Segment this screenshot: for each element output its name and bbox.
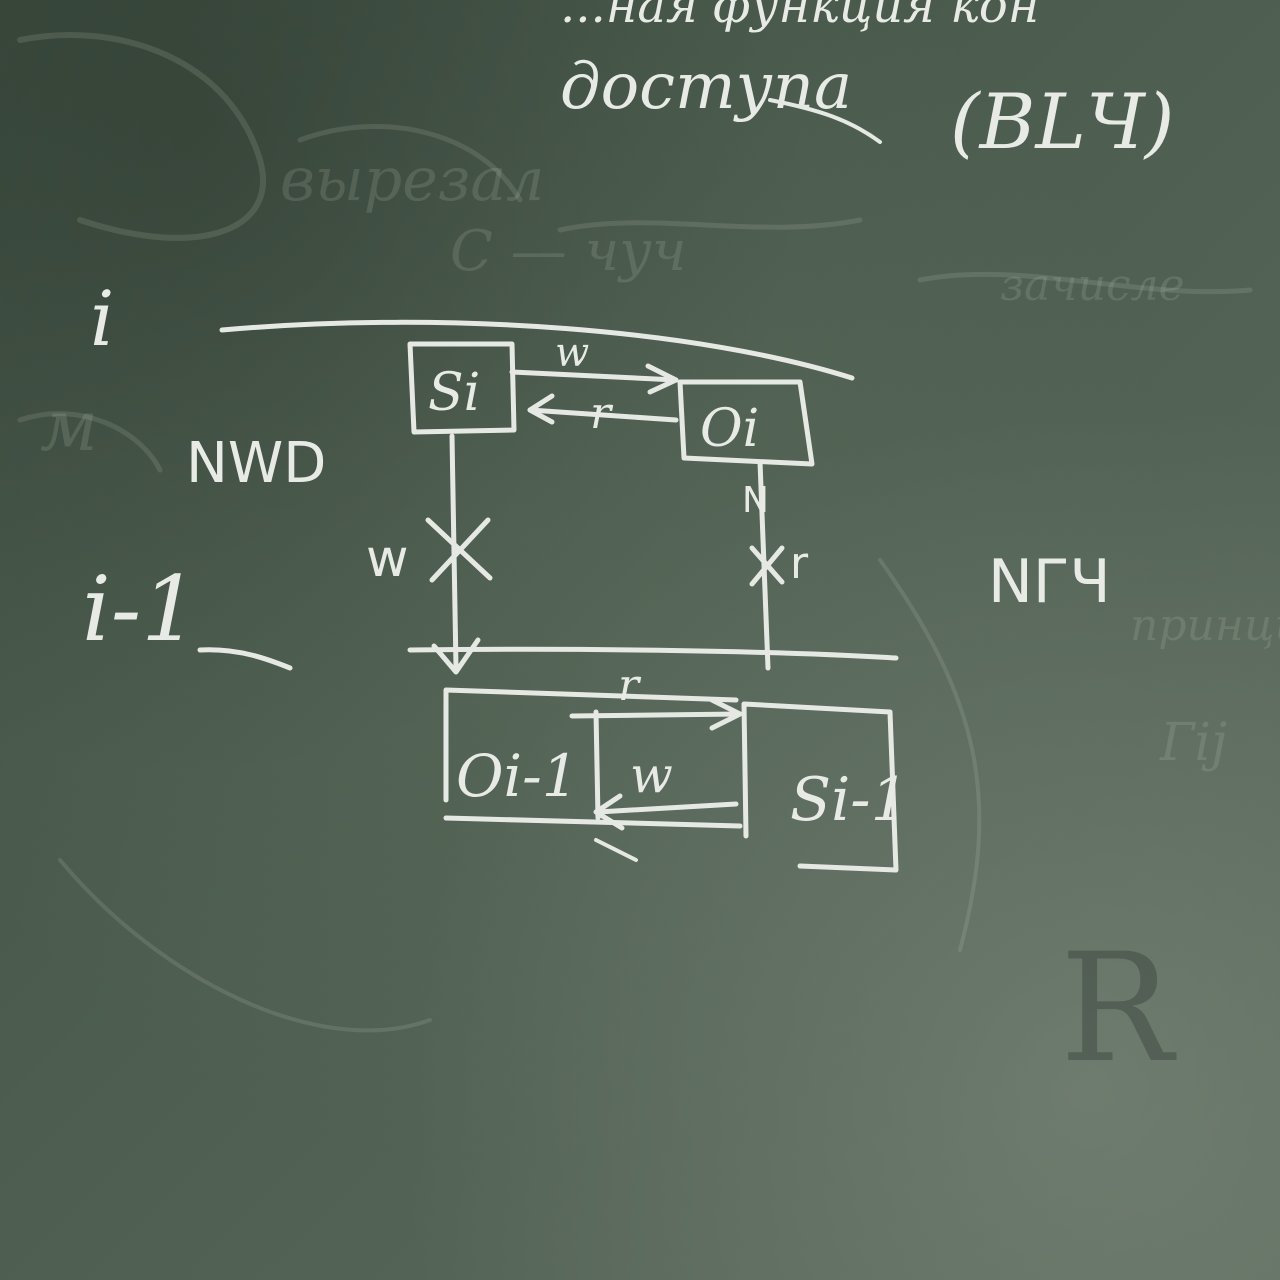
heading-line1: ...ная функция кон — [560, 0, 1039, 34]
lower-subject-box: Si-1 — [741, 701, 909, 873]
lower-write-label: w — [630, 746, 673, 804]
level-lower-underline — [197, 647, 293, 671]
right-cross-mark — [749, 545, 785, 587]
lower-object-label: Oi-1 — [456, 742, 579, 810]
upper-write-label: w — [555, 330, 589, 376]
right-vertical-top-mark: N — [742, 480, 769, 521]
level-lower-label: i-1 — [82, 557, 198, 662]
rule-left-label: NWD — [186, 431, 326, 496]
upper-read-arrow: r — [527, 388, 679, 439]
erased-scribbles: вырезал С — чуч зачисле принцип Гij м — [17, 32, 1280, 1033]
right-vertical-arrow: N r — [742, 459, 809, 671]
faint-letter: R — [1060, 922, 1177, 1096]
upper-level-line — [219, 319, 855, 381]
lower-subject-label: Si-1 — [790, 765, 909, 835]
left-cross-mark — [425, 517, 493, 583]
upper-object-box: Oi — [677, 379, 815, 467]
lower-level-line — [407, 646, 899, 661]
lower-read-label: r — [618, 660, 642, 711]
level-upper-label: i — [90, 274, 114, 363]
svg-text:вырезал: вырезал — [280, 145, 544, 215]
lower-read-arrow: r — [569, 660, 743, 731]
svg-text:м: м — [40, 385, 98, 467]
left-vertical-label: w — [366, 529, 409, 589]
svg-text:С — чуч: С — чуч — [450, 219, 687, 284]
upper-subject-box: Si — [407, 341, 517, 435]
lower-write-arrow: w — [593, 746, 739, 862]
rule-right-label: NГЧ — [988, 547, 1111, 617]
heading-line2: доступа — [560, 50, 852, 124]
lower-object-box: Oi-1 — [443, 687, 743, 829]
upper-object-label: Oi — [700, 399, 759, 459]
upper-read-label: r — [590, 388, 614, 439]
heading-abbrev: (BLЧ) — [950, 77, 1174, 166]
upper-subject-label: Si — [428, 363, 480, 423]
heading: ...ная функция кон доступа (BLЧ) — [560, 0, 1174, 166]
right-vertical-label: r — [790, 538, 809, 589]
svg-text:принцип: принцип — [1130, 600, 1280, 651]
svg-text:Гij: Гij — [1159, 713, 1227, 773]
left-vertical-arrow: w — [366, 433, 493, 675]
heading-underflourish — [768, 98, 882, 144]
upper-write-arrow: w — [509, 330, 679, 395]
svg-text:зачисле: зачисле — [1000, 260, 1185, 311]
